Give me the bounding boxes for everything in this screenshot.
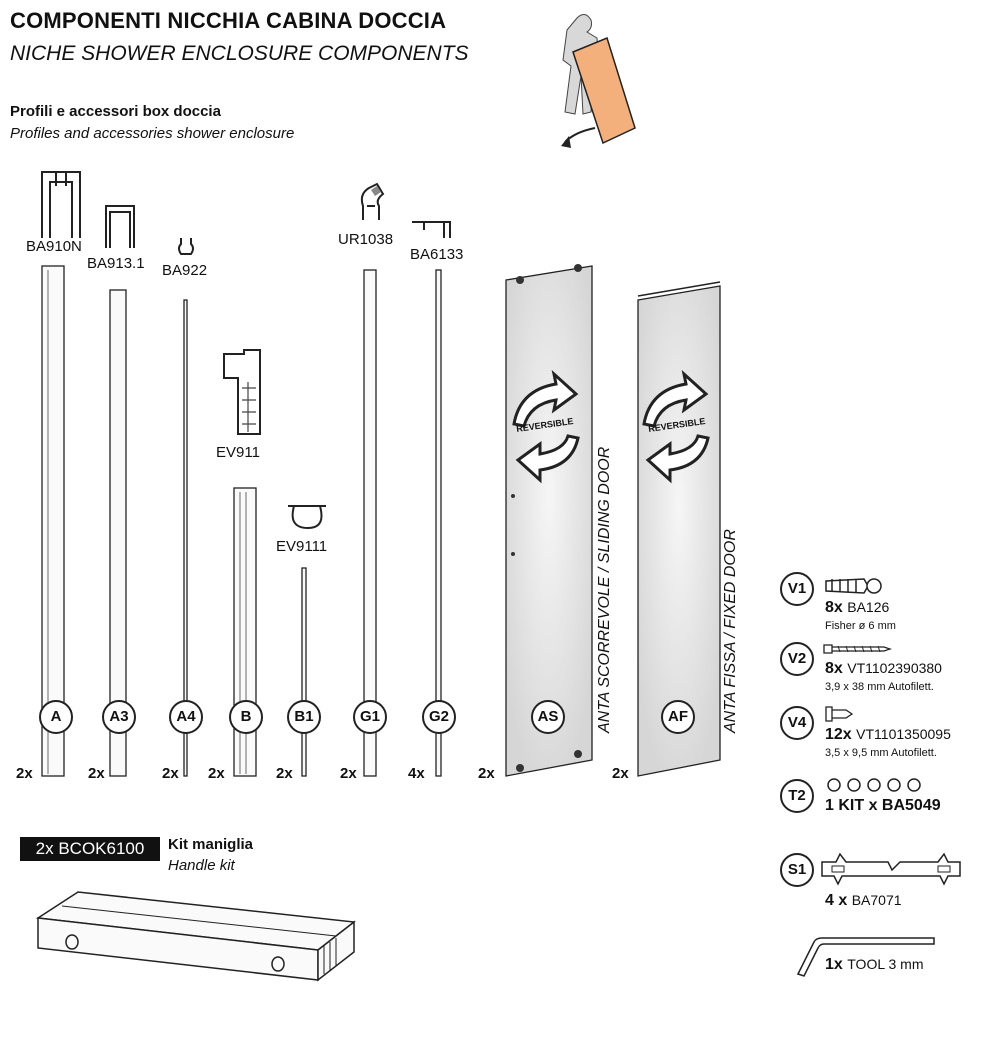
wall-plug-icon xyxy=(825,578,882,594)
subtitle-english: Profiles and accessories shower enclosur… xyxy=(10,125,295,142)
profile-code-a3: BA913.1 xyxy=(87,255,145,272)
profile-section-ev911-icon xyxy=(223,349,261,435)
profile-bar-g1 xyxy=(363,269,377,777)
person-carrying-panel-icon xyxy=(561,14,636,148)
profile-qty-a3: 2x xyxy=(88,765,105,782)
reversible-arrows-fixed xyxy=(642,369,710,484)
profile-label-a4: A4 xyxy=(169,700,203,734)
profile-code-a4: BA922 xyxy=(162,262,208,279)
accessory-note-v2: 3,9 x 38 mm Autofilett. xyxy=(825,681,934,693)
profile-section-ba6133-icon xyxy=(412,221,451,238)
profile-code-g1: UR1038 xyxy=(338,231,394,248)
allen-key-icon xyxy=(796,937,935,977)
accessory-code-v1: BA126 xyxy=(847,599,890,615)
accessory-code-v2: VT1102390380 xyxy=(847,660,942,676)
spacer-kit-icon xyxy=(827,778,921,792)
profile-qty-b: 2x xyxy=(208,765,225,782)
accessory-label-s1: S1 xyxy=(780,853,814,887)
subtitle-italian: Profili e accessori box doccia xyxy=(10,103,221,120)
profile-section-ba922-icon xyxy=(178,238,194,255)
profile-label-b: B xyxy=(229,700,263,734)
profile-qty-g2: 4x xyxy=(408,765,425,782)
panel-label-fixed-door: ANTA FISSA / FIXED DOOR xyxy=(722,529,739,733)
profile-label-a3: A3 xyxy=(102,700,136,734)
profile-label-a: A xyxy=(39,700,73,734)
profile-code-b1: EV9111 xyxy=(276,538,328,555)
accessory-qty-v1: 8x xyxy=(825,599,843,616)
profile-qty-a: 2x xyxy=(16,765,33,782)
profile-bar-b1 xyxy=(301,567,307,777)
panel-label-sliding-door: ANTA SCORREVOLE / SLIDING DOOR xyxy=(596,446,613,733)
accessory-code-v4: VT1101350095 xyxy=(856,726,951,742)
profile-code-b: EV911 xyxy=(216,444,260,461)
title-english: NICHE SHOWER ENCLOSURE COMPONENTS xyxy=(10,42,469,65)
profile-section-ur1038-icon xyxy=(360,182,385,220)
glass-panels xyxy=(505,264,721,777)
panel-label-as: AS xyxy=(531,700,565,734)
bracket-icon xyxy=(821,852,961,886)
profile-label-g1: G1 xyxy=(353,700,387,734)
profile-code-a: BA910N xyxy=(26,238,82,255)
reversible-arrows-sliding xyxy=(512,369,580,484)
long-screw-icon xyxy=(823,644,892,654)
accessory-note-v4: 3,5 x 9,5 mm Autofilett. xyxy=(825,747,937,759)
profile-section-ba913-icon xyxy=(105,205,135,248)
profile-code-g2: BA6133 xyxy=(410,246,464,263)
accessory-label-v2: V2 xyxy=(780,642,814,676)
accessory-qty-v2: 8x xyxy=(825,660,843,677)
title-italian: COMPONENTI NICCHIA CABINA DOCCIA xyxy=(10,8,447,33)
accessory-code-t2: BA5049 xyxy=(881,797,941,814)
panel-qty-as: 2x xyxy=(478,765,495,782)
profile-section-ev9111-icon xyxy=(288,505,326,530)
profile-bar-a xyxy=(41,265,65,777)
accessory-qty-tool: 1x xyxy=(825,956,843,973)
panel-label-af: AF xyxy=(661,700,695,734)
handle-kit-label-english: Handle kit xyxy=(168,857,235,874)
accessory-code-tool: TOOL 3 mm xyxy=(847,956,924,972)
profile-section-ba910n-icon xyxy=(41,171,81,238)
handle-kit-code: 2x BCOK6100 xyxy=(20,837,160,861)
profile-label-b1: B1 xyxy=(287,700,321,734)
accessory-qty-v4: 12x xyxy=(825,726,852,743)
handle-kit-label-italian: Kit maniglia xyxy=(168,836,254,853)
profile-bars xyxy=(41,265,442,777)
accessory-label-t2: T2 xyxy=(780,779,814,813)
accessory-note-v1: Fisher ø 6 mm xyxy=(825,620,896,632)
accessory-qty-t2: 1 KIT x xyxy=(825,797,878,814)
profile-bar-g2 xyxy=(435,269,442,777)
profile-bar-a3 xyxy=(109,289,127,777)
profile-bar-a4 xyxy=(183,299,188,777)
profile-qty-a4: 2x xyxy=(162,765,179,782)
handle-kit-illustration xyxy=(35,891,356,982)
accessory-label-v1: V1 xyxy=(780,572,814,606)
accessory-code-s1: BA7071 xyxy=(851,892,902,908)
accessory-qty-s1: 4 x xyxy=(825,892,848,909)
profile-qty-b1: 2x xyxy=(276,765,293,782)
profile-label-g2: G2 xyxy=(422,700,456,734)
panel-qty-af: 2x xyxy=(612,765,629,782)
short-screw-icon xyxy=(825,706,854,722)
accessory-label-v4: V4 xyxy=(780,706,814,740)
profile-qty-g1: 2x xyxy=(340,765,357,782)
